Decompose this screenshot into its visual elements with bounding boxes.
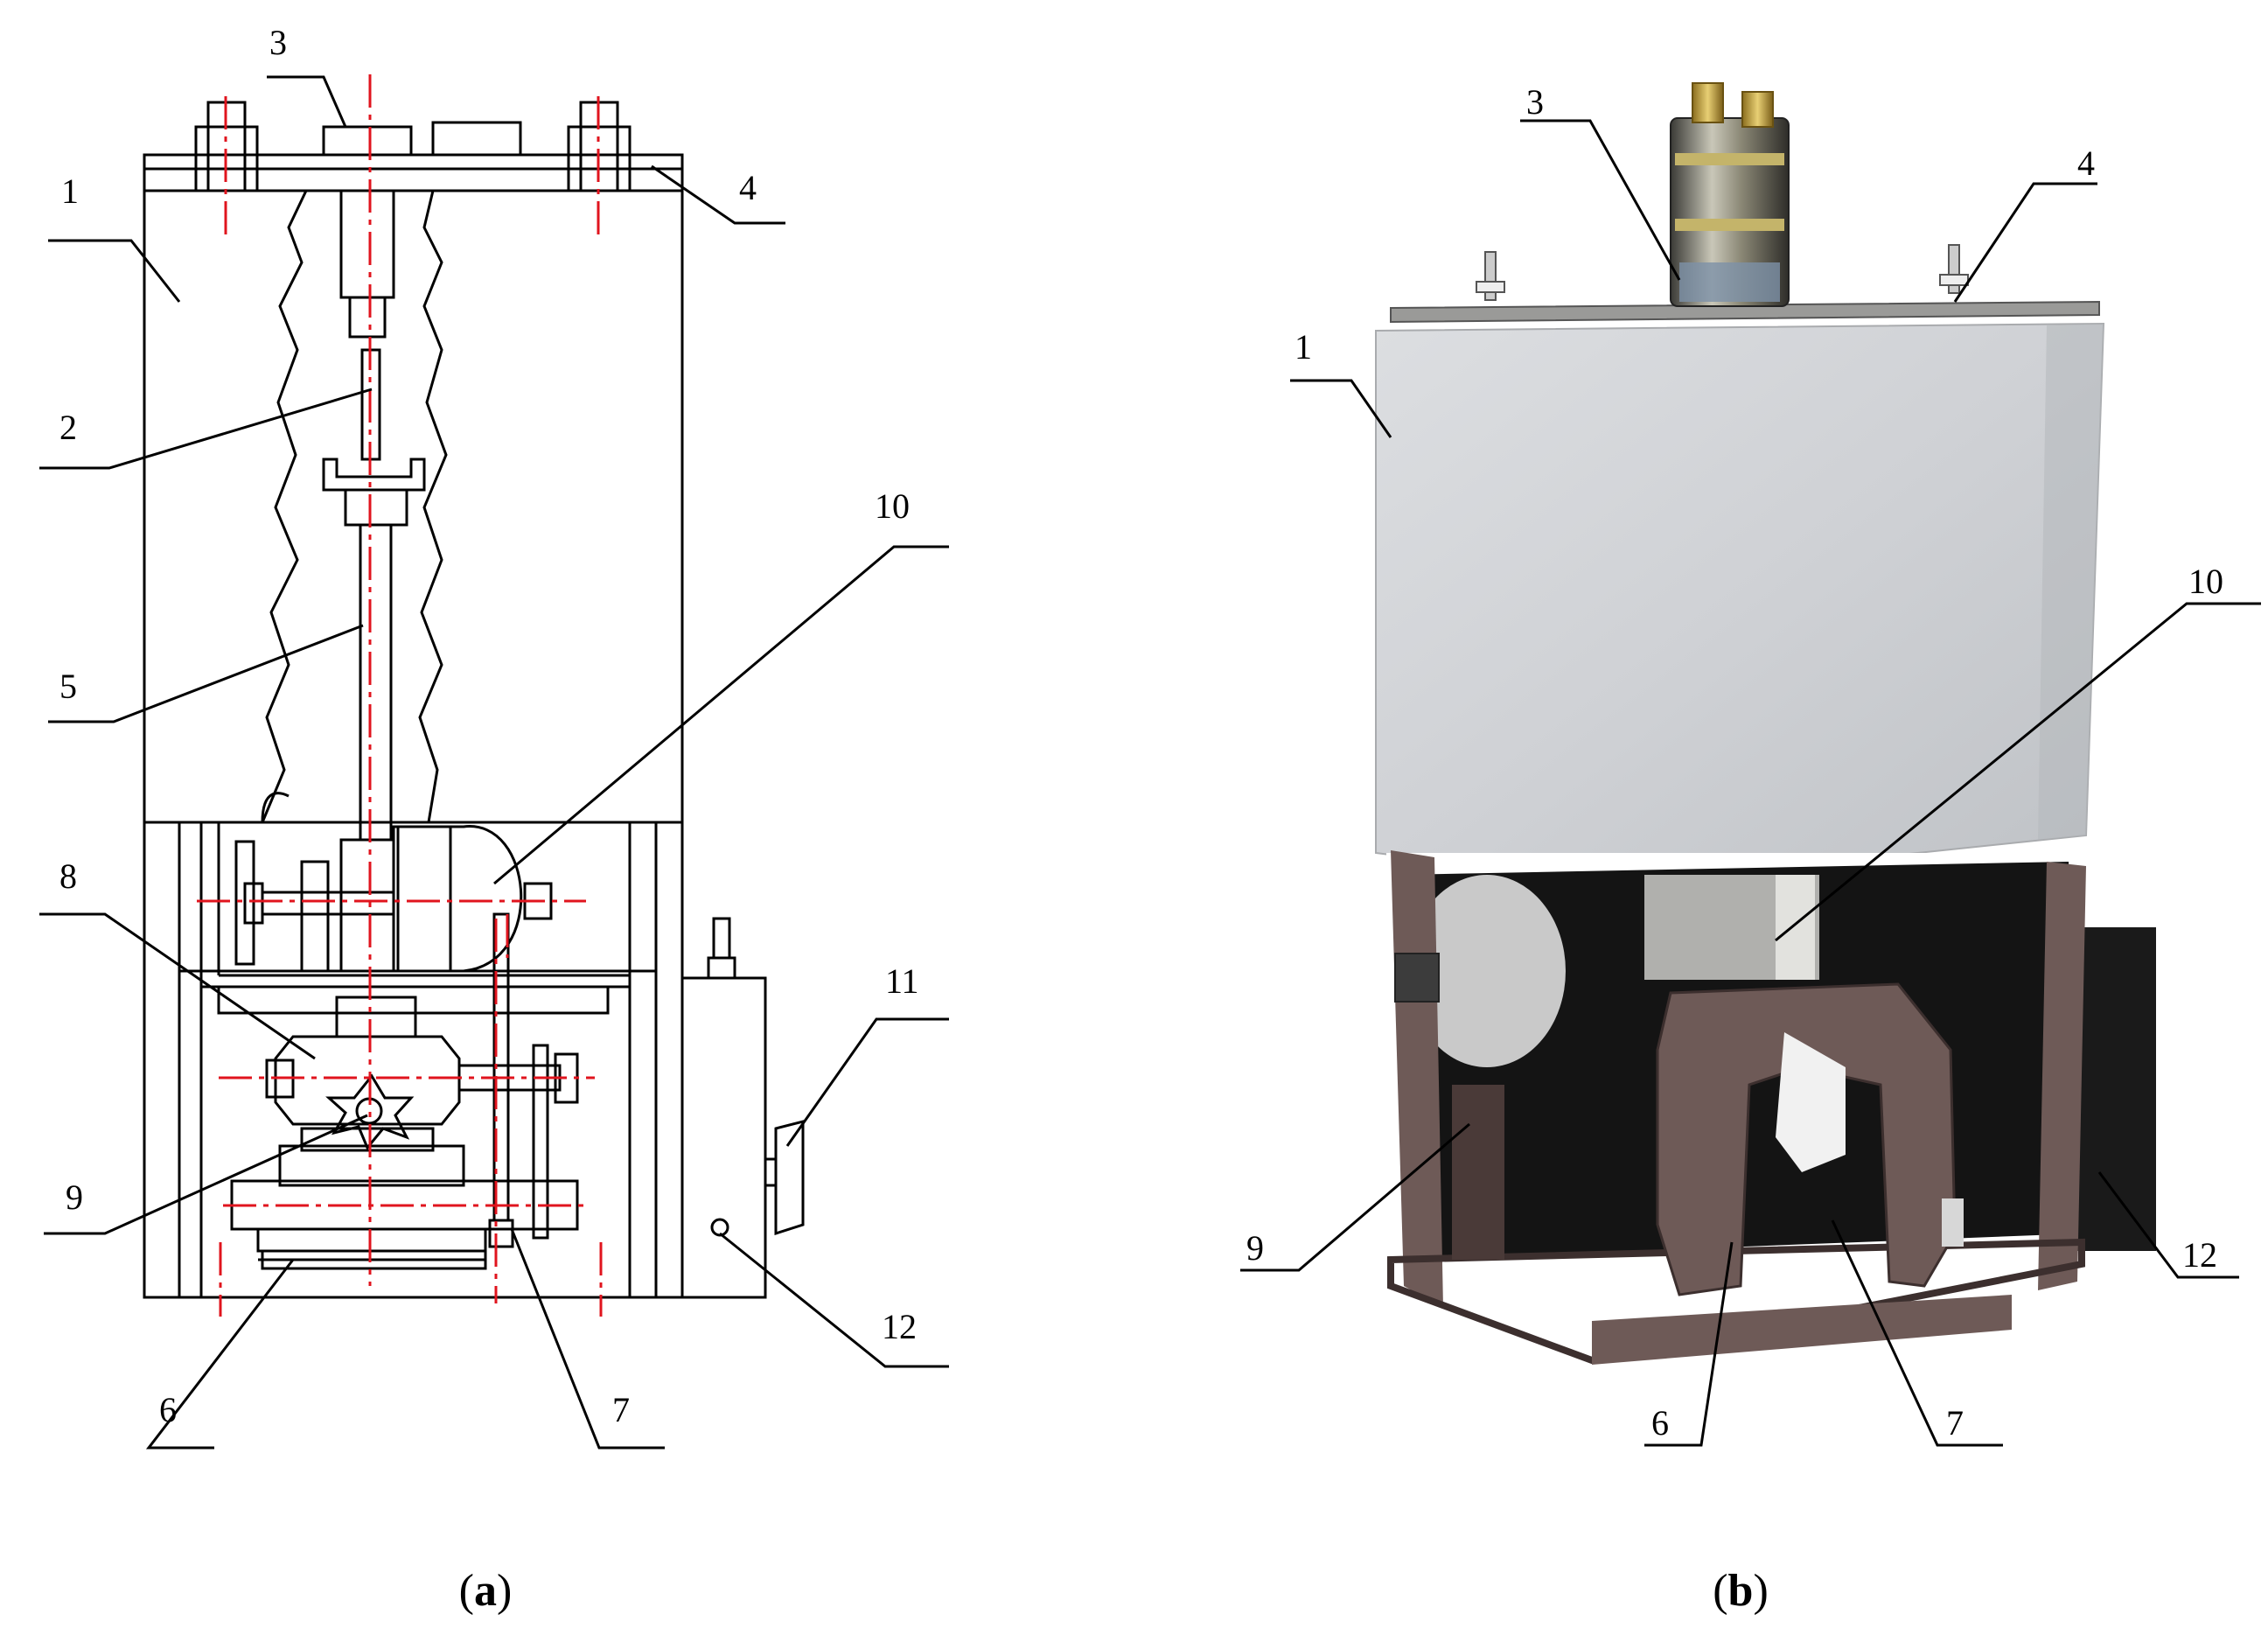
leader-lines-a xyxy=(39,75,949,1450)
caption-a-letter: a xyxy=(474,1566,497,1616)
label-b-3: 3 xyxy=(1526,82,1544,122)
top-sensor xyxy=(322,125,413,157)
star-knob xyxy=(325,1073,415,1150)
leader-lines-b xyxy=(1240,119,2261,1447)
labels-panel-b: 1 3 4 6 7 9 10 12 xyxy=(1246,82,2223,1443)
label-a-7: 7 xyxy=(612,1390,630,1429)
label-b-7: 7 xyxy=(1946,1403,1964,1443)
labels-panel-a: 1 2 3 4 5 6 7 8 9 10 11 12 xyxy=(59,23,919,1429)
caption-a: (a) xyxy=(459,1566,513,1616)
label-a-3: 3 xyxy=(269,23,287,62)
centerlines xyxy=(197,74,603,1317)
long-rod xyxy=(359,523,393,842)
caption-b: (b) xyxy=(1713,1566,1769,1616)
photo-sensor xyxy=(1670,82,1790,307)
device-photo xyxy=(1375,82,2217,1365)
label-a-8: 8 xyxy=(59,856,77,896)
motor xyxy=(392,825,523,973)
label-a-12: 12 xyxy=(882,1307,917,1346)
label-b-12: 12 xyxy=(2182,1235,2217,1275)
label-a-2: 2 xyxy=(59,408,77,447)
housing-outline xyxy=(143,189,684,1299)
label-a-9: 9 xyxy=(66,1177,83,1217)
label-a-5: 5 xyxy=(59,667,77,706)
label-b-4: 4 xyxy=(2077,143,2095,183)
side-box xyxy=(680,976,767,1299)
photo-housing xyxy=(1375,322,2105,885)
photo-frame xyxy=(1386,850,2217,1365)
photo-bolt-right xyxy=(1939,244,1969,294)
photo-bolt-left xyxy=(1476,251,1505,301)
label-a-1: 1 xyxy=(61,171,79,211)
label-a-10: 10 xyxy=(875,486,910,526)
caption-b-letter: b xyxy=(1728,1566,1754,1616)
label-a-4: 4 xyxy=(739,168,757,207)
label-a-6: 6 xyxy=(159,1390,177,1429)
schematic-drawing xyxy=(143,101,805,1299)
label-b-1: 1 xyxy=(1295,327,1312,367)
label-a-11: 11 xyxy=(885,961,919,1001)
label-b-10: 10 xyxy=(2188,562,2223,601)
label-b-9: 9 xyxy=(1246,1228,1264,1268)
label-b-6: 6 xyxy=(1651,1403,1669,1443)
base-plate xyxy=(261,1249,487,1270)
